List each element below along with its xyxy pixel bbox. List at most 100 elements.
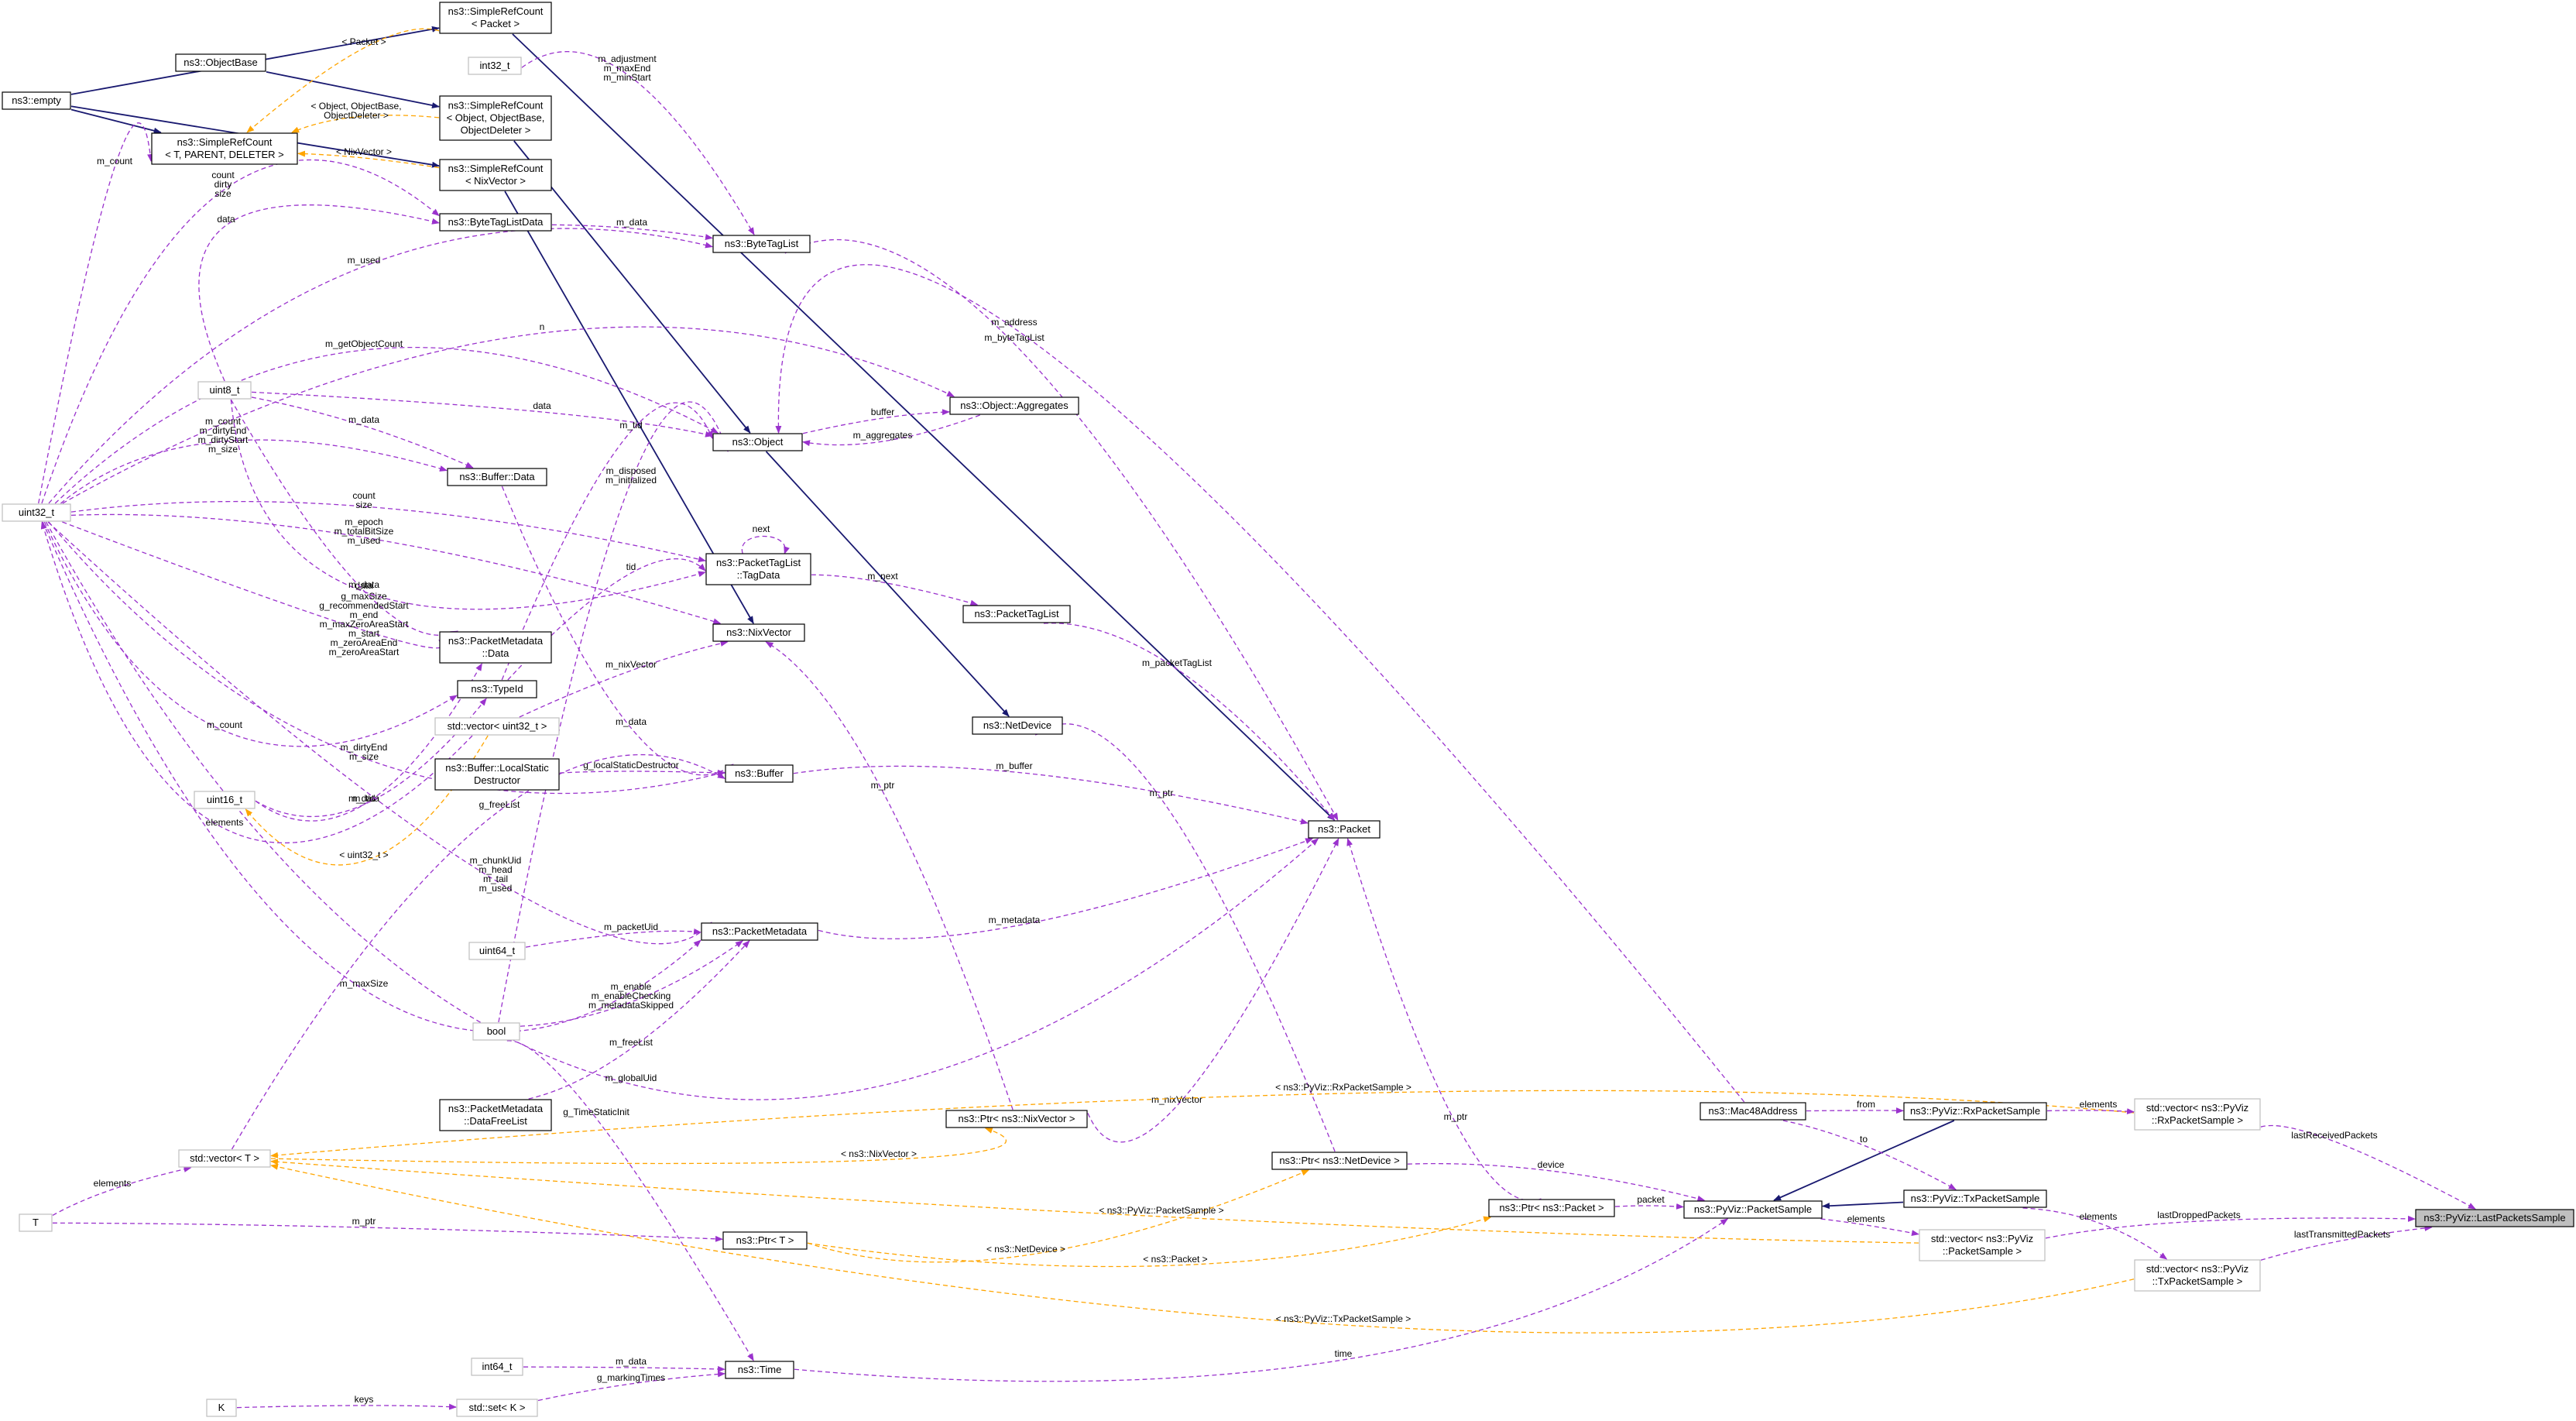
node-set-k[interactable]: std::set< K >	[456, 1399, 538, 1417]
edge-uint8-to-bufferdata-uint8_to_bufferdata: m_data	[251, 396, 474, 469]
edge-buffer-to-packet-buffer_to_packet: m_buffer	[793, 760, 1309, 825]
node-object[interactable]: ns3::Object	[712, 433, 803, 451]
edge-lsd-to-buffer-lsd_to_buffer: g_localStaticDestructor	[559, 760, 725, 776]
edge-bytetaglistdata-to-bytetaglist-bytetaglistdata_to_bytetaglist: m_data	[551, 217, 713, 240]
node-box	[1683, 1200, 1823, 1219]
edge-time-to-ps-time_to_ps: time	[794, 1218, 1729, 1382]
node-empty[interactable]: ns3::empty	[2, 91, 71, 110]
node-box	[447, 468, 547, 486]
node-src-packet[interactable]: ns3::SimpleRefCount< Packet >	[439, 2, 552, 34]
node-txps[interactable]: ns3::PyViz::TxPacketSample	[1903, 1189, 2047, 1208]
edge-line	[2045, 1215, 2416, 1239]
node-packetmetadata[interactable]: ns3::PacketMetadata	[701, 922, 818, 941]
edge-label: < ns3::PyViz::RxPacketSample >	[1275, 1082, 1411, 1093]
node-netdevice[interactable]: ns3::NetDevice	[972, 716, 1063, 735]
edge-label: m_buffer	[996, 760, 1032, 771]
node-bufferdata[interactable]: ns3::Buffer::Data	[447, 468, 547, 486]
node-vec-t[interactable]: std::vector< T >	[178, 1149, 271, 1168]
node-packet[interactable]: ns3::Packet	[1308, 820, 1381, 839]
node-buffer[interactable]: ns3::Buffer	[725, 764, 794, 783]
node-ptr-t[interactable]: ns3::Ptr< T >	[722, 1231, 808, 1250]
node-ptr-nix[interactable]: ns3::Ptr< ns3::NixVector >	[945, 1110, 1088, 1128]
edge-label: m_used	[479, 883, 513, 894]
node-int32[interactable]: int32_t	[468, 57, 522, 75]
edge-label: m_dirtyEnd	[200, 425, 247, 436]
edge-line	[1407, 1162, 1706, 1202]
node-lps[interactable]: ns3::PyViz::LastPacketsSample	[2415, 1209, 2574, 1227]
node-box	[456, 1399, 538, 1417]
node-vec-rx[interactable]: std::vector< ns3::PyViz::RxPacketSample …	[2134, 1098, 2261, 1131]
node-bytetaglistdata[interactable]: ns3::ByteTagListData	[439, 213, 552, 232]
edge-bufferdata-to-buffer-bufferdata_to_buffer: m_data	[501, 486, 734, 776]
node-src-nix[interactable]: ns3::SimpleRefCount< NixVector >	[439, 159, 552, 191]
node-label: ns3::SimpleRefCount	[448, 163, 544, 174]
edge-label: < uint32_t >	[339, 850, 388, 860]
node-ps[interactable]: ns3::PyViz::PacketSample	[1683, 1200, 1823, 1219]
edge-line	[519, 640, 729, 718]
edge-label: m_minStart	[603, 72, 651, 83]
edge-label: elements	[2080, 1099, 2118, 1110]
edge-label: m_address	[991, 317, 1037, 328]
node-packettaglist[interactable]: ns3::PacketTagList	[962, 605, 1071, 623]
diagram-edges: < Packet >< Object, ObjectBase,ObjectDel…	[38, 26, 2476, 1410]
node-label: ns3::TypeId	[471, 683, 523, 695]
edge-bool-to-time-bool_to_time: g_TimeStaticInit	[506, 1040, 754, 1361]
node-box	[1700, 1102, 1806, 1121]
node-ptr-netdev[interactable]: ns3::Ptr< ns3::NetDevice >	[1271, 1152, 1408, 1170]
node-src-tpd[interactable]: ns3::SimpleRefCount< T, PARENT, DELETER …	[151, 132, 298, 165]
edge-vec_rx-to-vec_t-vec_rx_to_vec_t: < ns3::PyViz::RxPacketSample >	[270, 1082, 2135, 1158]
node-box	[457, 680, 537, 698]
node-datafreelist[interactable]: ns3::PacketMetadata::DataFreeList	[439, 1099, 552, 1131]
node-label: ns3::SimpleRefCount	[448, 100, 544, 112]
edge-line	[559, 769, 725, 776]
node-label: ns3::ObjectBase	[184, 57, 257, 68]
node-uint32[interactable]: uint32_t	[2, 503, 71, 522]
node-mac48[interactable]: ns3::Mac48Address	[1700, 1102, 1806, 1121]
edge-line	[1822, 1201, 1904, 1210]
edge-label: m_packetUid	[604, 922, 658, 932]
node-tagdata[interactable]: ns3::PacketTagList::TagData	[705, 553, 811, 585]
edge-line	[38, 122, 154, 504]
node-label: ns3::Time	[738, 1364, 782, 1375]
node-aggregates[interactable]: ns3::Object::Aggregates	[949, 396, 1079, 415]
node-uint64[interactable]: uint64_t	[468, 942, 526, 960]
node-vec-uint32[interactable]: std::vector< uint32_t >	[434, 717, 560, 736]
node-label: ns3::Object::Aggregates	[960, 400, 1068, 411]
edge-label: lastTransmittedPackets	[2294, 1229, 2390, 1240]
edge-label: time	[1335, 1348, 1353, 1359]
edge-label: data	[355, 580, 373, 591]
edge-label: m_count	[207, 719, 243, 730]
node-t[interactable]: T	[19, 1213, 53, 1232]
edge-label: size	[214, 188, 232, 199]
node-uint8[interactable]: uint8_t	[197, 381, 252, 400]
node-k[interactable]: K	[206, 1399, 237, 1417]
edge-label: m_maxSize	[340, 978, 389, 989]
node-vec-ps[interactable]: std::vector< ns3::PyViz::PacketSample >	[1919, 1229, 2046, 1261]
node-time[interactable]: ns3::Time	[725, 1361, 794, 1379]
node-label: ns3::NixVector	[726, 626, 791, 638]
node-uint16[interactable]: uint16_t	[194, 791, 256, 809]
node-vec-tx[interactable]: std::vector< ns3::PyViz::TxPacketSample …	[2134, 1259, 2261, 1292]
node-ptr-packet[interactable]: ns3::Ptr< ns3::Packet >	[1488, 1199, 1615, 1217]
edge-label: m_data	[348, 414, 379, 425]
node-pmdata[interactable]: ns3::PacketMetadata::Data	[439, 631, 552, 664]
node-typeid[interactable]: ns3::TypeId	[457, 680, 537, 698]
node-bytetaglist[interactable]: ns3::ByteTagList	[712, 235, 811, 253]
node-rxps[interactable]: ns3::PyViz::RxPacketSample	[1903, 1102, 2047, 1121]
edge-line	[811, 574, 979, 606]
node-int64[interactable]: int64_t	[471, 1358, 523, 1376]
edge-line	[501, 402, 713, 681]
edge-line	[537, 1371, 725, 1402]
node-objectbase[interactable]: ns3::ObjectBase	[175, 53, 266, 72]
node-label: ns3::PacketTagList	[716, 557, 801, 568]
node-box	[2415, 1209, 2574, 1227]
node-nixvector[interactable]: ns3::NixVector	[712, 623, 805, 642]
edge-vec_ps-to-vec_t-vec_ps_to_vec_t: < ns3::PyViz::PacketSample >	[270, 1158, 1919, 1244]
edge-line	[1820, 1218, 1919, 1237]
node-src-object[interactable]: ns3::SimpleRefCount< Object, ObjectBase,…	[439, 95, 552, 141]
node-bool[interactable]: bool	[472, 1022, 520, 1041]
node-box	[206, 1399, 237, 1417]
